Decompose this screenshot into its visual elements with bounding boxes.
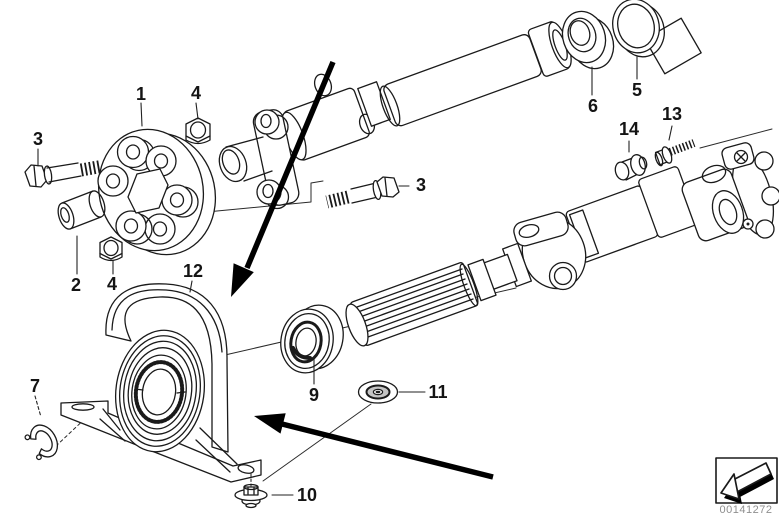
bearing-housing <box>99 329 238 473</box>
washer-11 <box>357 380 399 404</box>
seal-ring-5 <box>612 0 665 58</box>
dust-ring-6 <box>561 10 615 70</box>
rear-driveshaft <box>345 142 779 347</box>
bolt-13 <box>654 139 696 167</box>
bolt-14 <box>614 154 648 181</box>
part-callout-4-upper: 4 <box>190 83 202 103</box>
part-callout-13: 13 <box>661 104 683 124</box>
center-bearing-9 <box>280 304 344 374</box>
part-callout-12: 12 <box>182 261 204 281</box>
part-callout-2: 2 <box>70 275 82 295</box>
bolt-3-right <box>325 176 400 209</box>
spacer-bushing-2 <box>57 190 106 230</box>
front-joint-flange <box>218 109 300 210</box>
rear-flange-joint <box>681 142 779 242</box>
lock-ring-7 <box>24 424 59 461</box>
dust-cover-12 <box>105 283 229 453</box>
nut-10 <box>234 473 268 509</box>
direction-of-travel-icon <box>715 457 778 504</box>
indicator-arrow-upper <box>231 60 336 297</box>
part-callout-3-right: 3 <box>415 175 427 195</box>
part-callout-6: 6 <box>587 96 599 116</box>
part-callout-9: 9 <box>308 385 320 405</box>
part-callout-3-left: 3 <box>32 129 44 149</box>
part-callout-5: 5 <box>631 80 643 100</box>
part-callout-7: 7 <box>29 376 41 396</box>
center-bearing-assembly <box>60 283 268 509</box>
bolt-3-left <box>24 160 103 188</box>
part-callout-14: 14 <box>618 119 640 139</box>
flex-disc <box>97 128 217 256</box>
part-callout-11: 11 <box>428 382 448 402</box>
part-callout-1: 1 <box>135 84 147 104</box>
part-callout-10: 10 <box>296 485 318 505</box>
callout-leader-lines <box>34 56 673 496</box>
universal-joint-yoke <box>513 211 587 291</box>
figure-number: 00141272 <box>719 504 773 516</box>
part-callout-4-lower: 4 <box>106 274 118 294</box>
indicator-arrow-lower <box>254 413 494 480</box>
nut-4-upper <box>185 117 211 145</box>
nut-4-lower <box>99 236 123 262</box>
splined-shaft <box>345 262 479 347</box>
